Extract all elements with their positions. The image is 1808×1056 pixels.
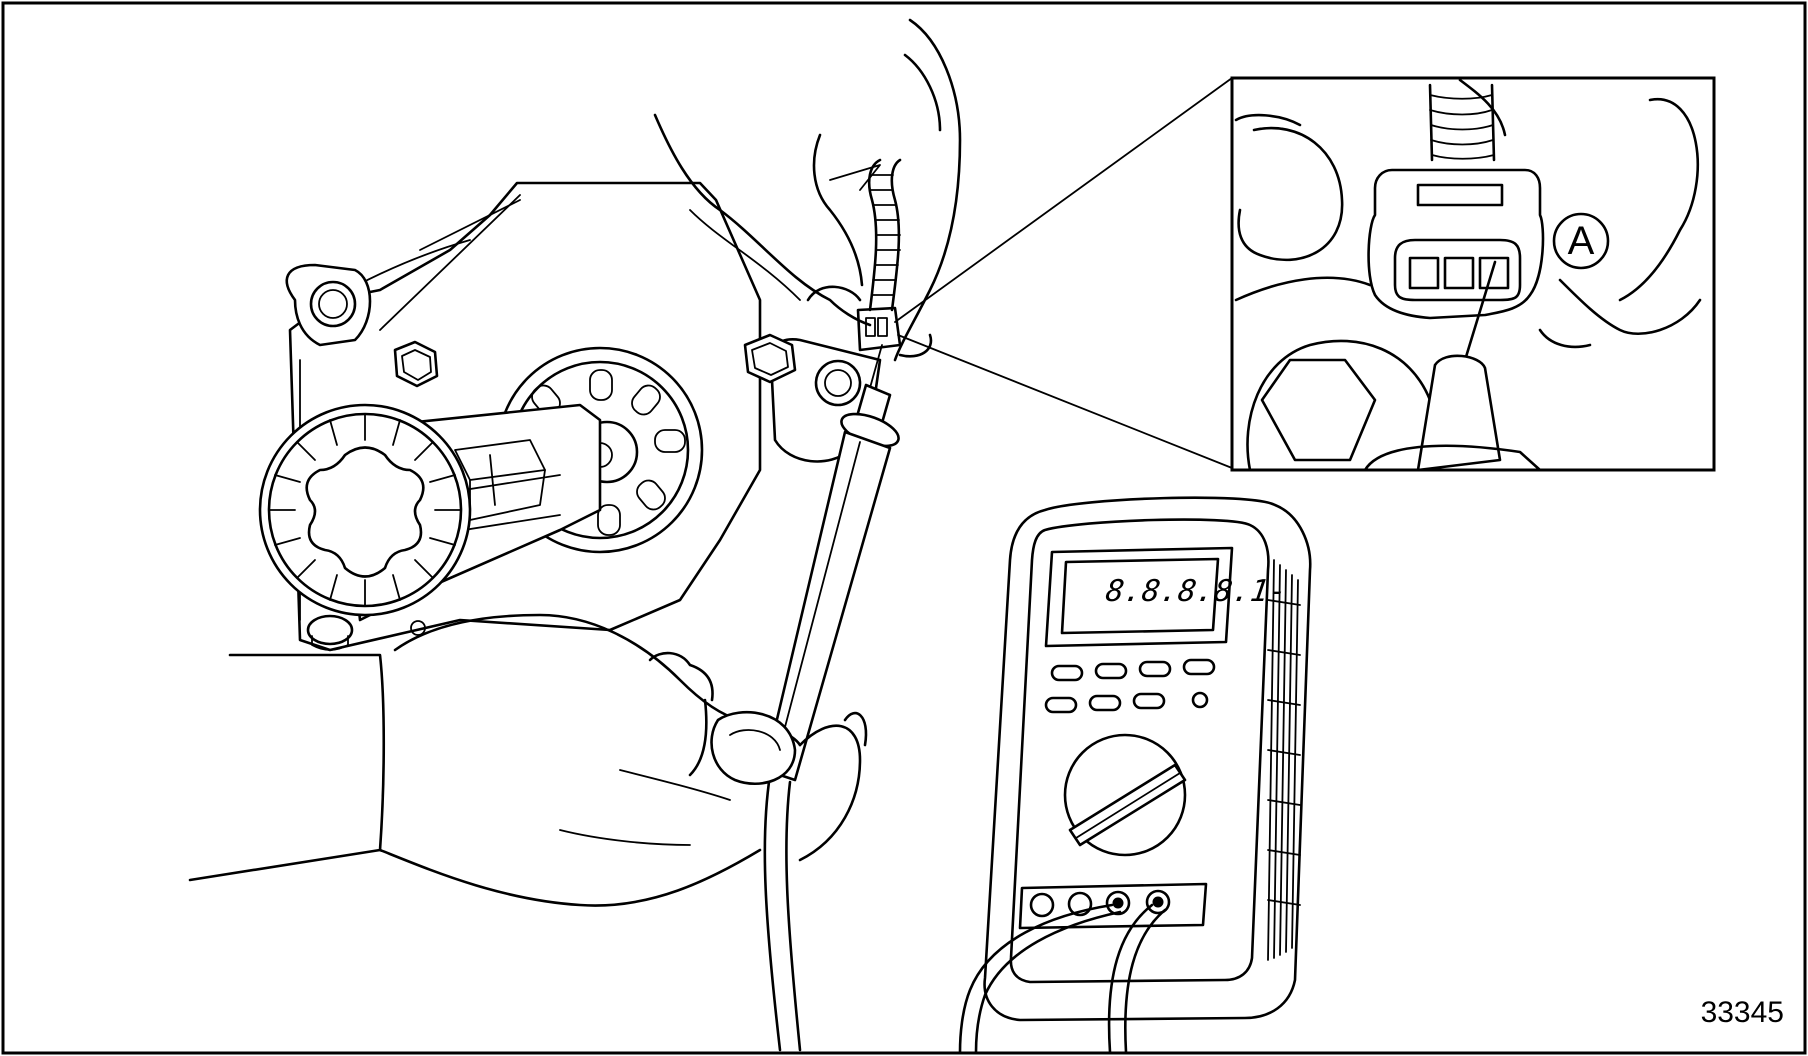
side-grip bbox=[1267, 559, 1301, 961]
multimeter bbox=[958, 496, 1312, 1054]
lcd-reading: 8.8.8.8.1- bbox=[1103, 574, 1290, 609]
probe-lead bbox=[763, 773, 802, 1052]
upper-hand bbox=[653, 18, 962, 362]
callout-circle bbox=[1552, 212, 1610, 270]
lcd-bezel bbox=[1044, 546, 1234, 648]
connector-a[interactable] bbox=[1367, 168, 1545, 320]
detail-inset bbox=[1230, 76, 1716, 472]
harness-wire bbox=[867, 158, 902, 312]
test-probe[interactable] bbox=[763, 344, 903, 782]
lcd-screen bbox=[1060, 557, 1220, 635]
rotary-dial[interactable] bbox=[1063, 733, 1187, 857]
connector-at-sensor bbox=[856, 306, 902, 352]
engine-housing bbox=[285, 181, 762, 652]
meter-lead bbox=[958, 903, 1114, 1054]
splined-gear bbox=[258, 403, 472, 617]
callout-label-a: A bbox=[1567, 219, 1595, 263]
callout-leader bbox=[894, 77, 1233, 469]
figure-number: 33345 bbox=[1700, 996, 1784, 1029]
lower-hand bbox=[188, 613, 868, 907]
meter-lead bbox=[1107, 903, 1154, 1054]
hex-bolt bbox=[306, 614, 354, 646]
terminal-2 bbox=[1443, 256, 1475, 290]
terminal-1 bbox=[1408, 256, 1440, 290]
function-buttons bbox=[1044, 658, 1216, 714]
